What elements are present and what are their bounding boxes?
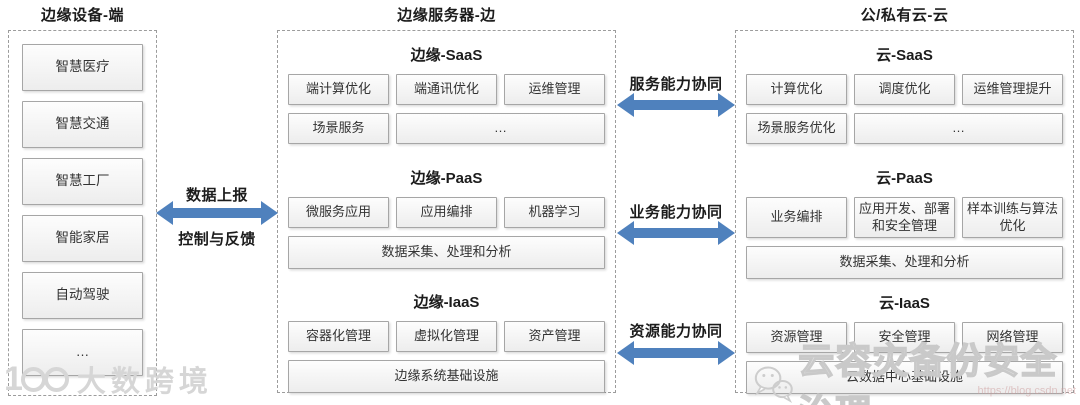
edge-paas-row1: 微服务应用 应用编排 机器学习 xyxy=(288,197,605,228)
cloud-iaas-cell: 安全管理 xyxy=(854,322,955,353)
arrow-left-head-icon xyxy=(156,201,173,225)
cloud-iaas-infra-cell: 云数据中心基础设施 xyxy=(746,361,1063,394)
device-item-ellipsis: … xyxy=(22,329,143,376)
edge-iaas-title: 边缘-IaaS xyxy=(413,294,480,311)
device-item-smart-transport: 智慧交通 xyxy=(22,101,143,148)
edge-saas-row1: 端计算优化 端通讯优化 运维管理 xyxy=(288,74,605,105)
edge-paas-data-cell: 数据采集、处理和分析 xyxy=(288,236,605,269)
arrow-right-head-icon xyxy=(718,341,735,365)
edge-iaas-row1: 容器化管理 虚拟化管理 资产管理 xyxy=(288,321,605,352)
edge-saas-cell: 端通讯优化 xyxy=(396,74,497,105)
edge-saas-cell: 端计算优化 xyxy=(288,74,389,105)
edge-iaas-section: 边缘-IaaS 容器化管理 虚拟化管理 资产管理 边缘系统基础设施 xyxy=(288,291,605,393)
edge-iaas-infra-cell: 边缘系统基础设施 xyxy=(288,360,605,393)
edge-saas-section: 边缘-SaaS 端计算优化 端通讯优化 运维管理 场景服务 … xyxy=(288,44,605,144)
arrow-shaft xyxy=(632,228,720,238)
cloud-iaas-row1: 资源管理 安全管理 网络管理 xyxy=(746,322,1063,353)
edge-saas-cell: 场景服务 xyxy=(288,113,389,144)
cloud-iaas-row2: 云数据中心基础设施 xyxy=(746,361,1063,394)
cloud-saas-row1: 计算优化 调度优化 运维管理提升 xyxy=(746,74,1063,105)
edge-cloud-service-label: 服务能力协同 xyxy=(629,76,723,93)
edge-paas-title: 边缘-PaaS xyxy=(410,170,483,187)
edge-cloud-resource-arrow-icon xyxy=(617,341,735,365)
edge-saas-ellipsis-cell: … xyxy=(396,113,605,144)
arrow-right-head-icon xyxy=(261,201,278,225)
cloud-column: 云-SaaS 计算优化 调度优化 运维管理提升 场景服务优化 … 云-PaaS … xyxy=(735,30,1074,394)
cloud-sections: 云-SaaS 计算优化 调度优化 运维管理提升 场景服务优化 … 云-PaaS … xyxy=(736,31,1073,394)
edge-paas-section: 边缘-PaaS 微服务应用 应用编排 机器学习 数据采集、处理和分析 xyxy=(288,167,605,269)
cloud-saas-ellipsis-cell: … xyxy=(854,113,1063,144)
arrow-shaft xyxy=(632,100,720,110)
cloud-iaas-title: 云-IaaS xyxy=(879,295,930,312)
edge-cloud-resource-label: 资源能力协同 xyxy=(629,323,723,340)
edge-column-title: 边缘服务器-边 xyxy=(397,7,496,24)
device-edge-arrow-icon xyxy=(156,201,278,225)
edge-iaas-cell: 容器化管理 xyxy=(288,321,389,352)
cloud-saas-title: 云-SaaS xyxy=(876,47,933,64)
cloud-paas-title: 云-PaaS xyxy=(876,170,933,187)
cloud-iaas-section: 云-IaaS 资源管理 安全管理 网络管理 云数据中心基础设施 xyxy=(746,292,1063,394)
cloud-saas-cell: 场景服务优化 xyxy=(746,113,847,144)
edge-paas-row2: 数据采集、处理和分析 xyxy=(288,236,605,269)
cloud-paas-row2: 数据采集、处理和分析 xyxy=(746,246,1063,279)
arrow-shaft xyxy=(171,208,263,218)
cloud-saas-section: 云-SaaS 计算优化 调度优化 运维管理提升 场景服务优化 … xyxy=(746,44,1063,144)
device-item-smart-home: 智能家居 xyxy=(22,215,143,262)
arrow-right-head-icon xyxy=(718,93,735,117)
edge-cloud-business-label: 业务能力协同 xyxy=(629,204,723,221)
edge-sections: 边缘-SaaS 端计算优化 端通讯优化 运维管理 场景服务 … 边缘-PaaS … xyxy=(278,31,615,393)
device-item-autonomous-driving: 自动驾驶 xyxy=(22,272,143,319)
edge-iaas-row2: 边缘系统基础设施 xyxy=(288,360,605,393)
device-item-smart-healthcare: 智慧医疗 xyxy=(22,44,143,91)
cloud-iaas-cell: 网络管理 xyxy=(962,322,1063,353)
edge-saas-cell: 运维管理 xyxy=(504,74,605,105)
arrow-left-head-icon xyxy=(617,221,634,245)
edge-saas-title: 边缘-SaaS xyxy=(410,47,483,64)
cloud-paas-row1: 业务编排 应用开发、部署和安全管理 样本训练与算法优化 xyxy=(746,197,1063,238)
edge-cloud-business-arrow-icon xyxy=(617,221,735,245)
arrow-left-head-icon xyxy=(617,93,634,117)
device-column-title: 边缘设备-端 xyxy=(41,7,124,24)
arrow-shaft xyxy=(632,348,720,358)
cloud-paas-cell: 样本训练与算法优化 xyxy=(962,197,1063,238)
edge-column: 边缘-SaaS 端计算优化 端通讯优化 运维管理 场景服务 … 边缘-PaaS … xyxy=(277,30,616,393)
cloud-column-title: 公/私有云-云 xyxy=(860,7,949,24)
cloud-iaas-cell: 资源管理 xyxy=(746,322,847,353)
cloud-paas-cell: 业务编排 xyxy=(746,197,847,238)
arrow-left-head-icon xyxy=(617,341,634,365)
device-edge-bottom-label: 控制与反馈 xyxy=(178,231,256,248)
edge-saas-row2: 场景服务 … xyxy=(288,113,605,144)
cloud-saas-row2: 场景服务优化 … xyxy=(746,113,1063,144)
arrow-right-head-icon xyxy=(718,221,735,245)
edge-cloud-service-arrow-icon xyxy=(617,93,735,117)
cloud-saas-cell: 计算优化 xyxy=(746,74,847,105)
device-column: 智慧医疗 智慧交通 智慧工厂 智能家居 自动驾驶 … xyxy=(8,30,157,396)
cloud-paas-cell: 应用开发、部署和安全管理 xyxy=(854,197,955,238)
edge-iaas-cell: 资产管理 xyxy=(504,321,605,352)
device-item-smart-factory: 智慧工厂 xyxy=(22,158,143,205)
edge-iaas-cell: 虚拟化管理 xyxy=(396,321,497,352)
cloud-saas-cell: 运维管理提升 xyxy=(962,74,1063,105)
cloud-paas-section: 云-PaaS 业务编排 应用开发、部署和安全管理 样本训练与算法优化 数据采集、… xyxy=(746,167,1063,279)
device-item-list: 智慧医疗 智慧交通 智慧工厂 智能家居 自动驾驶 … xyxy=(9,31,156,389)
edge-paas-cell: 微服务应用 xyxy=(288,197,389,228)
edge-paas-cell: 应用编排 xyxy=(396,197,497,228)
device-edge-top-label: 数据上报 xyxy=(185,187,248,204)
cloud-saas-cell: 调度优化 xyxy=(854,74,955,105)
edge-paas-cell: 机器学习 xyxy=(504,197,605,228)
cloud-paas-data-cell: 数据采集、处理和分析 xyxy=(746,246,1063,279)
